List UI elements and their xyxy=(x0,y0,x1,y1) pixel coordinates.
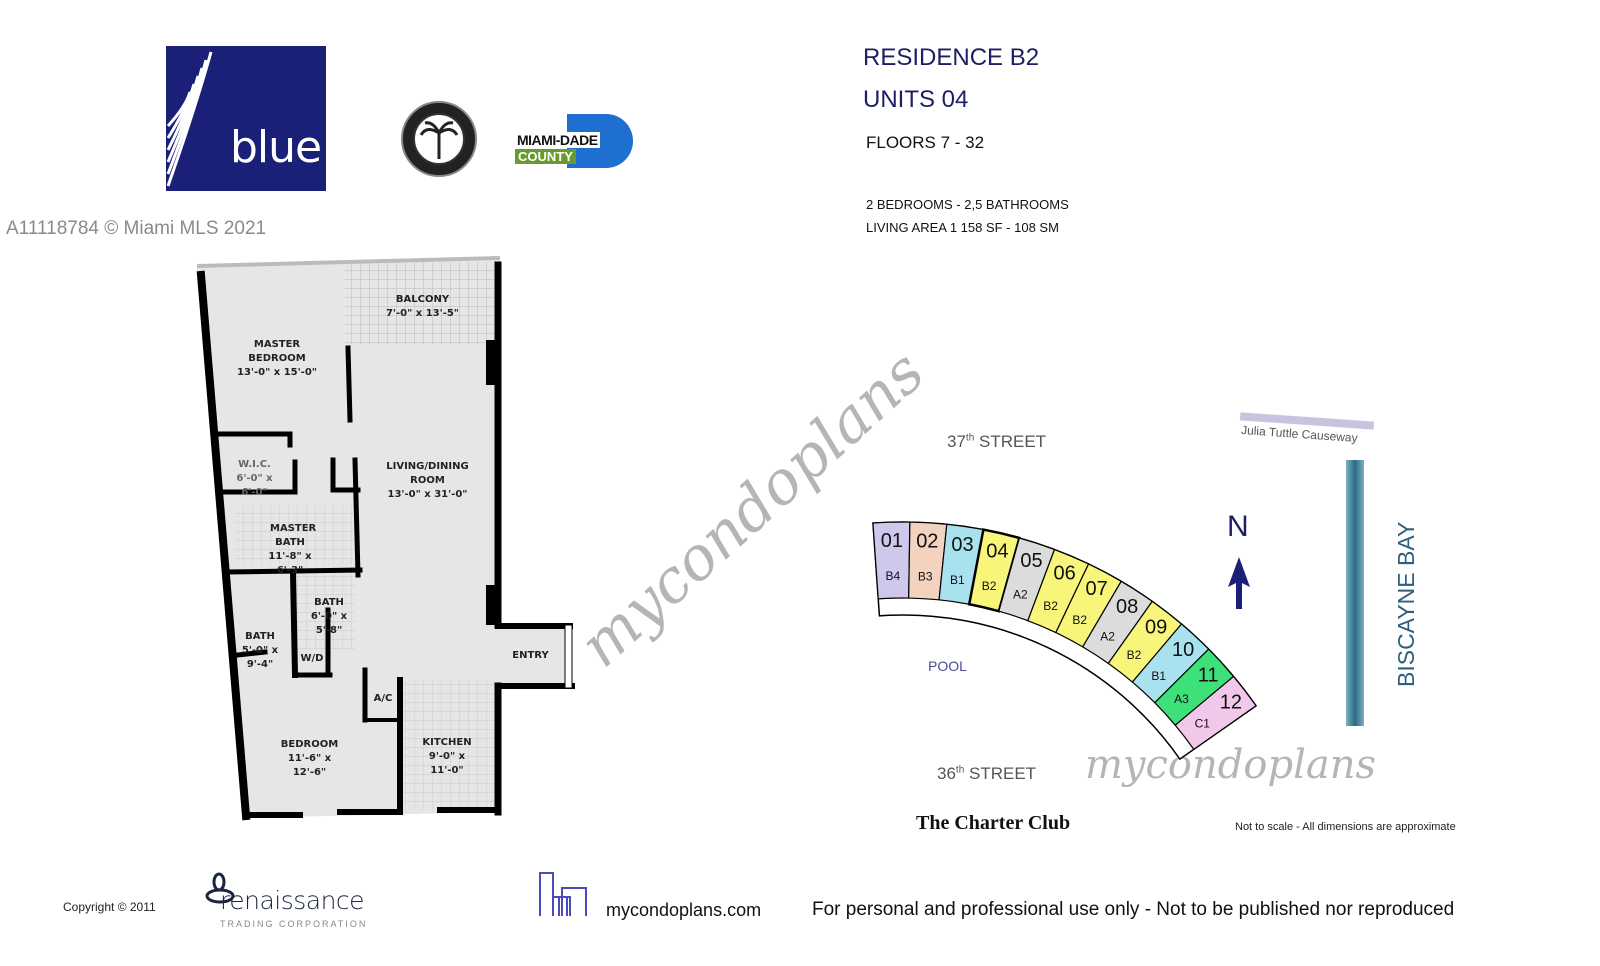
scale-note: Not to scale - All dimensions are approx… xyxy=(1235,821,1456,833)
building-name: The Charter Club xyxy=(916,812,1071,834)
pool-label: POOL xyxy=(928,658,967,674)
blue-logo: blue xyxy=(166,46,326,191)
disclaimer: For personal and professional use only -… xyxy=(812,899,1455,920)
miami-dade-logo: MIAMI-DADE COUNTY xyxy=(515,114,635,168)
room-entry: ENTRY xyxy=(512,650,549,661)
room-walk-in-closet: W.I.C.6'-0" x 6'-0" xyxy=(236,459,273,498)
unit-type-label: A2 xyxy=(1013,588,1028,602)
living-area-label: LIVING AREA 1 158 SF - 108 SM xyxy=(866,220,1059,235)
renaissance-emblem-icon xyxy=(205,872,235,904)
blue-logo-text: blue xyxy=(230,122,322,173)
unit-number-label: 02 xyxy=(916,530,938,552)
renaissance-text: renaissance xyxy=(220,886,365,915)
unit-type-label: B2 xyxy=(1072,613,1087,627)
room-washer-dryer: W/D xyxy=(300,653,324,664)
renaissance-subtext: TRADING CORPORATION xyxy=(220,919,368,929)
unit-number-label: 08 xyxy=(1116,596,1138,618)
unit-type-label: B4 xyxy=(886,569,901,583)
unit-type-label: B2 xyxy=(982,579,997,593)
unit-number-label: 11 xyxy=(1198,664,1219,686)
unit-type-label: B1 xyxy=(950,573,965,587)
county-text: COUNTY xyxy=(515,149,576,164)
balcony-tiles xyxy=(345,262,495,344)
miami-dade-text: MIAMI-DADE xyxy=(515,132,600,148)
unit-type-label: B2 xyxy=(1127,648,1142,662)
units-title: UNITS 04 xyxy=(863,86,969,113)
mycondoplans-logo-icon xyxy=(539,872,587,916)
floors-label: FLOORS 7 - 32 xyxy=(866,133,985,152)
copyright: Copyright © 2011 xyxy=(63,900,156,914)
street-north-label: 37th STREET xyxy=(947,432,1047,451)
unit-type-label: C1 xyxy=(1195,717,1211,731)
unit-type-label: B3 xyxy=(918,570,933,584)
mls-watermark: A11118784 © Miami MLS 2021 xyxy=(6,218,267,239)
north-arrow-icon xyxy=(1228,557,1250,609)
north-label: N xyxy=(1227,510,1249,543)
unit-number-label: 12 xyxy=(1220,691,1242,713)
city-of-miami-seal xyxy=(401,101,477,177)
unit-number-label: 07 xyxy=(1086,578,1108,600)
unit-shape xyxy=(1174,675,1257,751)
unit-number-label: 04 xyxy=(986,541,1008,563)
unit-number-label: 03 xyxy=(951,534,973,556)
palm-tree-icon xyxy=(419,121,459,159)
mycondoplans-url[interactable]: mycondoplans.com xyxy=(606,900,762,920)
unit-number-label: 06 xyxy=(1054,563,1076,585)
bedrooms-label: 2 BEDROOMS - 2,5 BATHROOMS xyxy=(866,197,1069,212)
renaissance-logo: renaissance TRADING CORPORATION xyxy=(203,872,383,937)
unit-type-label: B2 xyxy=(1043,599,1058,613)
unit-floor-plan xyxy=(196,256,575,821)
mycondoplans-watermark-2: mycondoplans xyxy=(1085,742,1376,788)
unit-number-label: 09 xyxy=(1145,616,1167,638)
room-ac: A/C xyxy=(373,693,393,704)
building-swoosh-icon xyxy=(166,51,213,187)
residence-title: RESIDENCE B2 xyxy=(863,44,1040,71)
unit-type-label: A3 xyxy=(1174,692,1189,706)
unit-type-label: B1 xyxy=(1151,669,1166,683)
unit-type-label: A2 xyxy=(1100,629,1115,643)
unit-number-label: 01 xyxy=(881,530,903,552)
unit-number-label: 10 xyxy=(1172,639,1194,661)
bay-water xyxy=(1346,460,1364,726)
street-south-label: 36th STREET xyxy=(937,764,1037,783)
unit-number-label: 05 xyxy=(1020,550,1042,572)
